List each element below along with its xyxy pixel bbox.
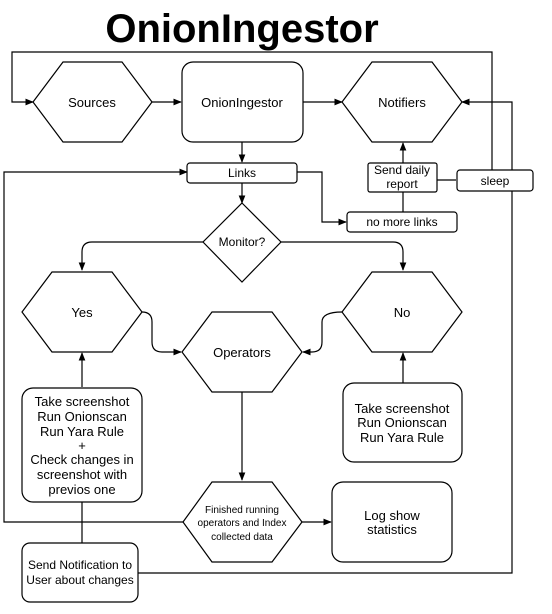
finished-line-2: operators and Index [198, 518, 287, 529]
node-yes-label: Yes [71, 305, 93, 320]
node-notifiers: Notifiers [341, 61, 463, 143]
node-yes-actions: Take screenshot Run Onionscan Run Yara R… [21, 387, 143, 503]
node-links: Links [186, 162, 298, 184]
edge-finished-links [3, 168, 188, 523]
log-show-line-1: Log show [364, 508, 420, 523]
node-no: No [341, 271, 463, 353]
yes-action-line-7: previos one [48, 482, 115, 497]
node-onioningestor: OnionIngestor [181, 61, 304, 143]
node-finished: Finished running operators and Index col… [182, 481, 303, 563]
yes-action-line-3: Run Yara Rule [40, 424, 124, 439]
yes-action-line-4: + [78, 438, 86, 453]
node-report-line-2: report [386, 177, 418, 191]
node-no-label: No [394, 305, 411, 320]
yes-action-line-5: Check changes in [30, 452, 133, 467]
diagram-title: OnionIngestor [105, 7, 378, 51]
node-links-label: Links [228, 166, 256, 180]
node-no-more-links: no more links [346, 211, 458, 233]
node-sources-label: Sources [68, 95, 116, 110]
edge-notification-notifiers [138, 98, 513, 574]
finished-line-3: collected data [211, 532, 273, 543]
node-log-show: Log show statistics [331, 481, 453, 563]
node-operators-label: Operators [213, 345, 271, 360]
edge-links-nomorelinks [297, 171, 347, 226]
node-send-daily-report: Send daily report [367, 162, 438, 193]
no-action-line-1: Take screenshot [355, 401, 450, 416]
edge-yes-operators [141, 311, 182, 356]
yes-action-line-2: Run Onionscan [37, 409, 127, 424]
yes-action-line-1: Take screenshot [35, 394, 130, 409]
notification-line-2: User about changes [26, 573, 133, 587]
connectors [3, 51, 513, 574]
node-no-actions: Take screenshot Run Onionscan Run Yara R… [342, 382, 463, 463]
node-no-more-links-label: no more links [366, 215, 437, 229]
no-action-line-2: Run Onionscan [357, 415, 447, 430]
yes-action-line-6: screenshot with [37, 467, 127, 482]
node-send-notification: Send Notification to User about changes [21, 542, 139, 603]
node-sleep: sleep [456, 169, 534, 192]
node-sources: Sources [32, 61, 153, 143]
edge-monitor-no [281, 241, 407, 271]
log-show-line-2: statistics [367, 522, 417, 537]
edge-sleep-sources [11, 51, 493, 170]
edge-no-operators [302, 311, 343, 356]
finished-line-1: Finished running [205, 505, 279, 516]
node-monitor-label: Monitor? [219, 235, 266, 249]
node-monitor: Monitor? [202, 202, 282, 283]
node-onioningestor-label: OnionIngestor [201, 95, 283, 110]
node-sleep-label: sleep [481, 174, 510, 188]
edge-monitor-yes [78, 241, 203, 271]
no-action-line-3: Run Yara Rule [360, 430, 444, 445]
node-yes: Yes [21, 271, 143, 353]
node-notifiers-label: Notifiers [378, 95, 426, 110]
node-report-line-1: Send daily [374, 163, 430, 177]
node-operators: Operators [181, 311, 303, 393]
notification-line-1: Send Notification to [28, 558, 132, 572]
